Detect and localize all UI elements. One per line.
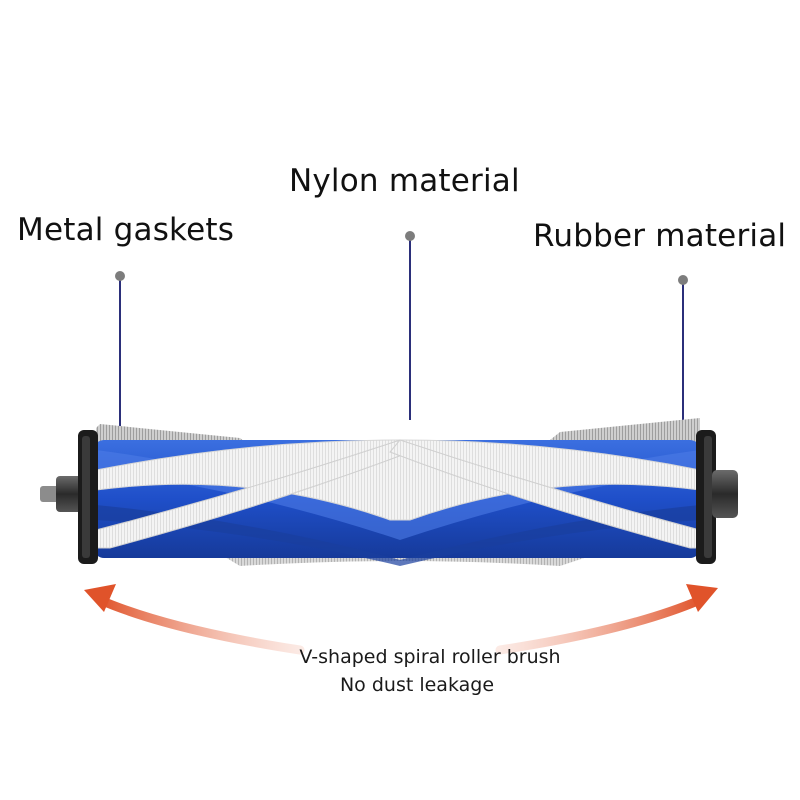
label-rubber-material: Rubber material: [533, 218, 787, 254]
rotation-arrows: [84, 584, 718, 655]
label-metal-gaskets: Metal gaskets: [17, 212, 235, 248]
left-arrow-head-icon: [84, 584, 116, 612]
left-end-cap: [40, 430, 98, 564]
right-arrow-head-icon: [686, 584, 718, 612]
nylon-bristles: [95, 439, 701, 549]
caption-line-1: V-shaped spiral roller brush: [299, 646, 561, 668]
label-nylon-material: Nylon material: [289, 163, 520, 199]
callout-lines: [115, 231, 688, 428]
right-end-cap: [696, 430, 738, 564]
caption-line-2: No dust leakage: [339, 674, 495, 696]
